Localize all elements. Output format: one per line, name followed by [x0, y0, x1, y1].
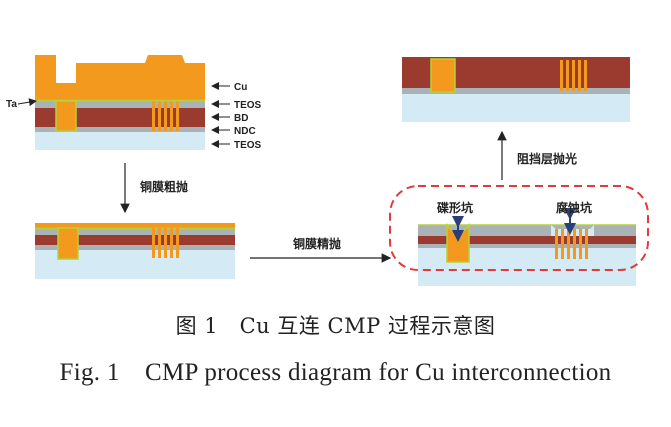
step-fine-polish-label: 铜膜精抛 [293, 236, 341, 251]
step-fine-polish: 铜膜精抛 [250, 236, 392, 263]
step-rough-polish: 铜膜粗抛 [120, 163, 188, 214]
highlight-dashed-outline [389, 185, 649, 271]
panel-rough-polished [35, 223, 235, 279]
label-cu: Cu [234, 82, 247, 93]
panel-initial [35, 55, 205, 150]
label-bd: BD [234, 113, 248, 124]
step-barrier-polish-label: 阻挡层抛光 [517, 151, 577, 166]
label-ndc: NDC [234, 126, 256, 137]
label-dishing: 碟形坑 [437, 200, 473, 215]
layer-labels: Cu Ta TEOS BD NDC TEOS [6, 82, 262, 151]
step-barrier-polish: 阻挡层抛光 [497, 130, 577, 180]
label-teos-bottom: TEOS [234, 140, 262, 151]
panel-final [402, 57, 630, 122]
label-ta: Ta [6, 99, 17, 110]
label-teos-top: TEOS [234, 100, 262, 111]
step-rough-polish-label: 铜膜粗抛 [140, 179, 188, 194]
label-erosion: 腐蚀坑 [556, 200, 592, 215]
caption-chinese: 图 1 Cu 互连 CMP 过程示意图 [175, 314, 496, 338]
panel-fine-polished: 碟形坑 腐蚀坑 [418, 200, 636, 286]
caption-english: Fig. 1 CMP process diagram for Cu interc… [59, 359, 612, 386]
cmp-process-diagram: Cu Ta TEOS BD NDC TEOS 铜膜粗抛 铜膜精抛 [6, 55, 649, 286]
